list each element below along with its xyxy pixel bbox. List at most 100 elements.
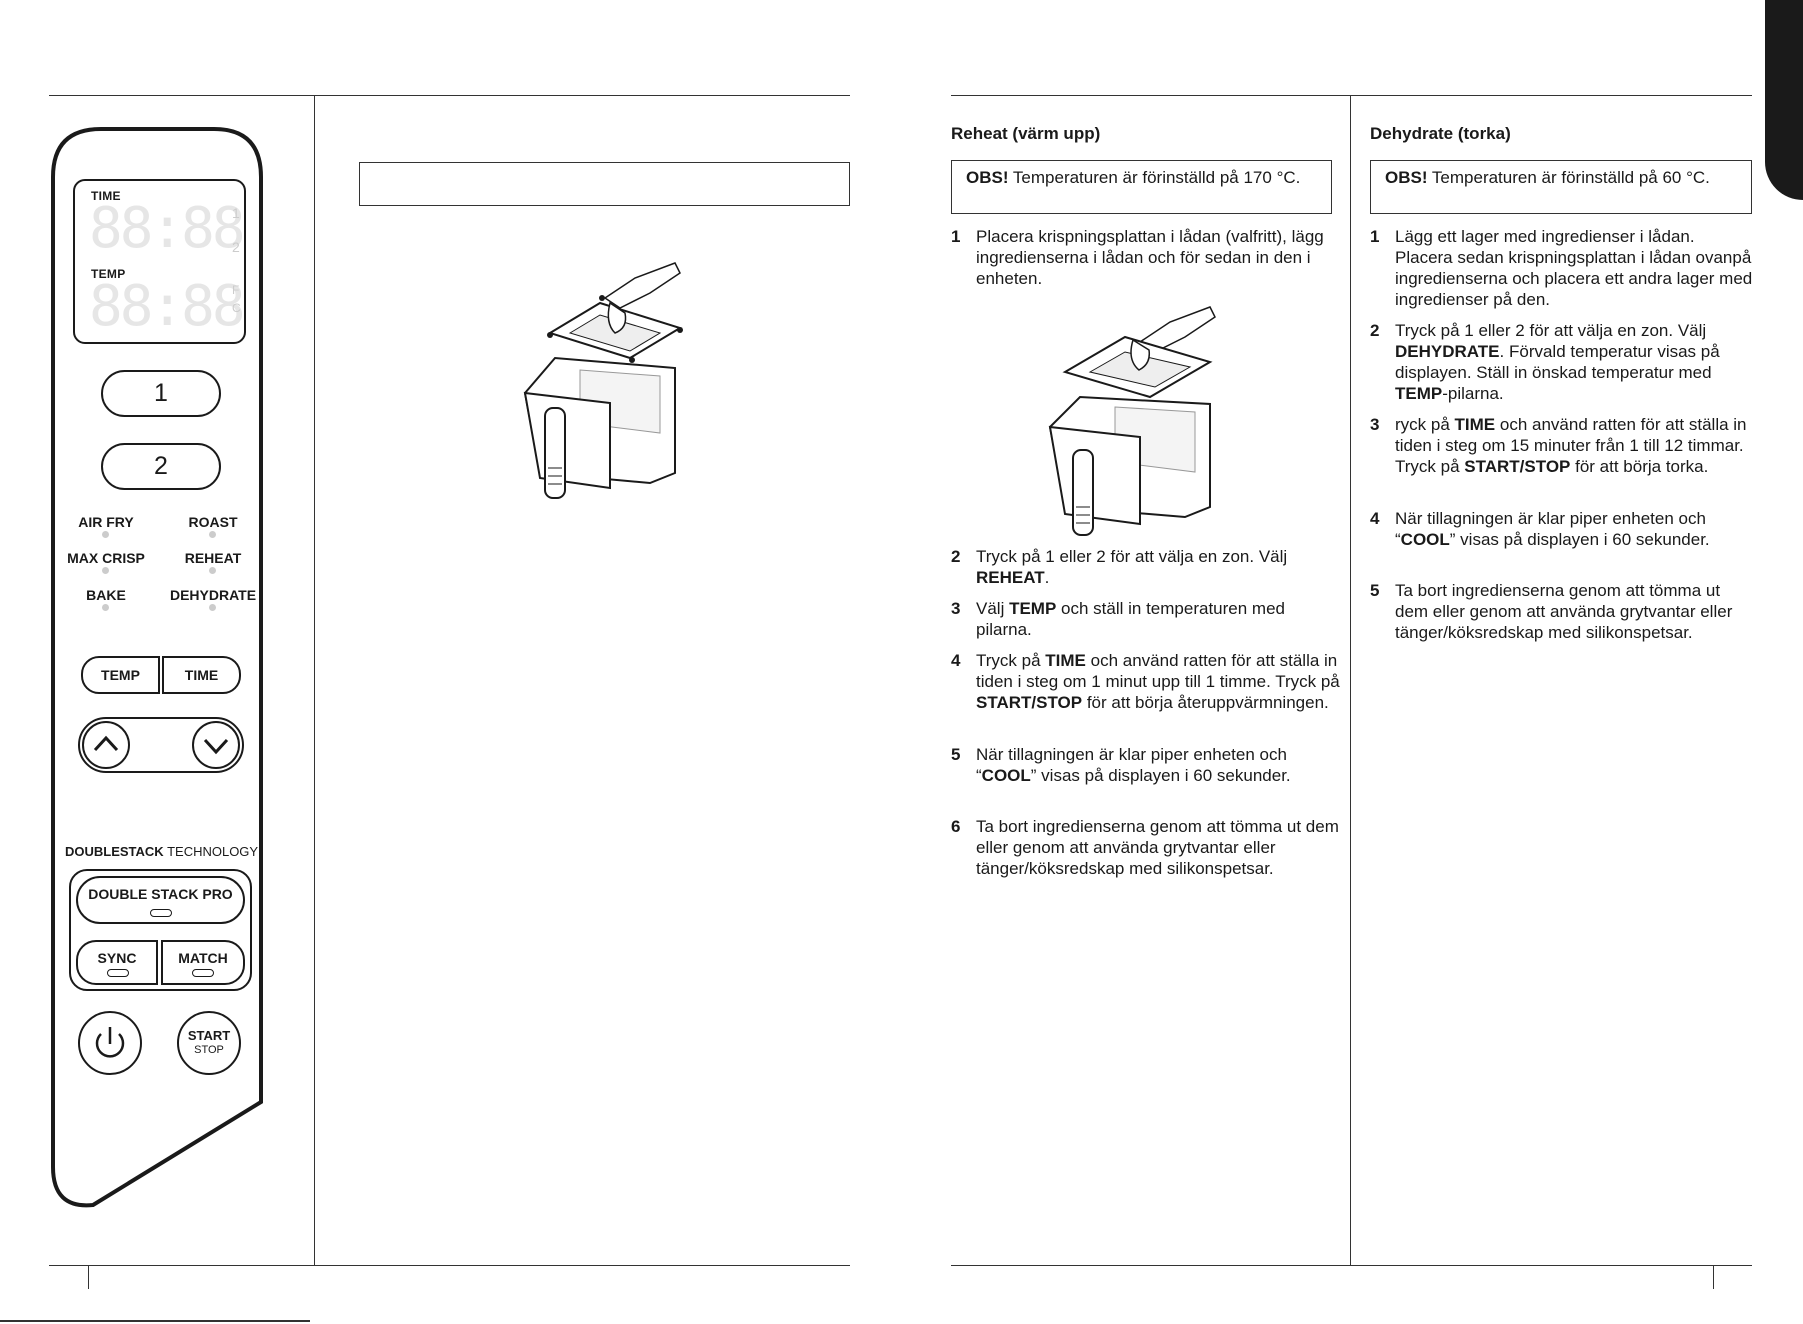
dehydrate-heading: Dehydrate (torka) <box>1370 124 1511 143</box>
mode-roast[interactable]: ROAST <box>188 514 238 530</box>
reheat-step-5: 5 När tillagningen är klar piper enheten… <box>951 744 1341 786</box>
chevron-down-icon <box>203 738 229 755</box>
reheat-step-4: 4 Tryck på TIME och använd ratten för at… <box>951 650 1341 713</box>
reheat-step-1-number: 1 <box>951 227 961 246</box>
reheat-step-1: 1 Placera krispningsplattan i lådan (val… <box>951 226 1341 289</box>
basket-illustration-reheat <box>1048 306 1216 536</box>
dehydrate-step-4-number: 4 <box>1370 509 1380 528</box>
power-icon <box>95 1027 125 1058</box>
double-stack-group <box>69 869 252 991</box>
lcd-unit-c: C <box>232 301 241 315</box>
dehydrate-step-1-text: Lägg ett lager med ingredienser i lådan.… <box>1395 227 1753 309</box>
reheat-step-6-text: Ta bort ingredienserna genom att tömma u… <box>976 817 1339 878</box>
mode-reheat[interactable]: REHEAT <box>184 550 242 566</box>
lcd-temp-digits: 88:88 <box>89 274 246 339</box>
mode-air-fry-indicator <box>102 531 109 538</box>
reheat-step-2: 2 Tryck på 1 eller 2 för att välja en zo… <box>951 546 1341 588</box>
dehydrate-step-3-text: ryck på TIME och använd ratten för att s… <box>1395 415 1747 476</box>
sync-led <box>107 969 129 977</box>
reheat-step-6: 6 Ta bort ingredienserna genom att tömma… <box>951 816 1341 879</box>
sync-label: SYNC <box>97 950 137 966</box>
arrow-up-button[interactable] <box>82 721 130 769</box>
match-label: MATCH <box>178 950 228 966</box>
basket-illustration-left <box>523 262 683 499</box>
top-rule-right <box>951 95 1752 96</box>
dehydrate-obs-text: Temperaturen är förinställd på 60 °C. <box>1427 168 1710 187</box>
dehydrate-step-1-number: 1 <box>1370 227 1380 246</box>
footer-tick-right <box>1713 1265 1714 1289</box>
dehydrate-step-3-number: 3 <box>1370 415 1380 434</box>
dehydrate-step-2-number: 2 <box>1370 321 1380 340</box>
dehydrate-step-5-number: 5 <box>1370 581 1380 600</box>
lcd-zone2: 2 <box>232 239 240 255</box>
reheat-obs-label: OBS! <box>966 168 1009 187</box>
mode-bake[interactable]: BAKE <box>86 587 126 603</box>
match-led <box>192 969 214 977</box>
dehydrate-obs-box: OBS! Temperaturen är förinställd på 60 °… <box>1370 160 1752 214</box>
column-divider <box>1350 95 1351 1265</box>
note-box <box>359 162 850 206</box>
bottom-rule-left <box>49 1265 850 1266</box>
mode-max-crisp[interactable]: MAX CRISP <box>67 550 145 566</box>
lcd-time-label: TIME <box>91 189 121 203</box>
footer-tick-left <box>88 1265 89 1289</box>
reheat-step-1-text: Placera krispningsplattan i lådan (valfr… <box>976 227 1324 288</box>
bottom-rule-right <box>951 1265 1752 1266</box>
time-button[interactable]: TIME <box>162 656 241 694</box>
dehydrate-step-5-text: Ta bort ingredienserna genom att tömma u… <box>1395 581 1733 642</box>
mode-dehydrate-indicator <box>209 604 216 611</box>
side-tab-marker <box>1765 0 1803 200</box>
reheat-step-3: 3 Välj TEMP och ställ in temperaturen me… <box>951 598 1341 640</box>
reheat-step-5-number: 5 <box>951 745 961 764</box>
dehydrate-step-4-text: När tillagningen är klar piper enheten o… <box>1395 509 1710 549</box>
top-rule-left <box>49 95 850 96</box>
reheat-step-2-text: Tryck på 1 eller 2 för att välja en zon.… <box>976 547 1288 587</box>
mode-max-crisp-indicator <box>102 567 109 574</box>
match-button[interactable]: MATCH <box>161 940 245 985</box>
reheat-step-5-text: När tillagningen är klar piper enheten o… <box>976 745 1291 785</box>
mode-reheat-indicator <box>209 567 216 574</box>
start-stop-button[interactable]: START STOP <box>177 1011 241 1075</box>
zone-2-button[interactable]: 2 <box>101 443 221 490</box>
zone-1-button[interactable]: 1 <box>101 370 221 417</box>
mode-bake-indicator <box>102 604 109 611</box>
double-stack-pro-led <box>150 909 172 917</box>
reheat-obs-box: OBS! Temperaturen är förinställd på 170 … <box>951 160 1332 214</box>
sync-button[interactable]: SYNC <box>76 940 158 985</box>
reheat-heading: Reheat (värm upp) <box>951 124 1101 143</box>
dehydrate-step-1: 1 Lägg ett lager med ingredienser i låda… <box>1370 226 1755 310</box>
reheat-step-3-text: Välj TEMP och ställ in temperaturen med … <box>976 599 1285 639</box>
dehydrate-obs-label: OBS! <box>1385 168 1428 187</box>
brand-regular: TECHNOLOGY <box>163 844 259 859</box>
brand-bold: DOUBLESTACK <box>65 844 164 859</box>
dehydrate-step-2: 2 Tryck på 1 eller 2 för att välja en zo… <box>1370 320 1755 404</box>
reheat-step-4-text: Tryck på TIME och använd ratten för att … <box>976 651 1340 712</box>
arrow-control <box>78 717 244 773</box>
temp-button[interactable]: TEMP <box>81 656 160 694</box>
bottom-crop-mark <box>0 1320 310 1322</box>
lcd-unit-f: F <box>232 283 240 297</box>
dehydrate-step-3: 3 ryck på TIME och använd ratten för att… <box>1370 414 1755 477</box>
brand-line: DOUBLESTACK TECHNOLOGY <box>65 844 258 859</box>
control-panel: TIME 88:88 1 2 TEMP 88:88 F C 1 2 AIR FR… <box>51 127 264 1209</box>
dehydrate-step-5: 5 Ta bort ingredienserna genom att tömma… <box>1370 580 1755 643</box>
power-button[interactable] <box>78 1011 142 1075</box>
mode-roast-indicator <box>209 531 216 538</box>
mode-dehydrate[interactable]: DEHYDRATE <box>169 587 257 603</box>
lcd-display: TIME 88:88 1 2 TEMP 88:88 F C <box>73 179 246 344</box>
reheat-step-2-number: 2 <box>951 547 961 566</box>
reheat-obs-text: Temperaturen är förinställd på 170 °C. <box>1008 168 1301 187</box>
arrow-down-button[interactable] <box>192 721 240 769</box>
mode-air-fry[interactable]: AIR FRY <box>78 514 134 530</box>
dehydrate-step-2-text: Tryck på 1 eller 2 för att välja en zon.… <box>1395 321 1720 403</box>
double-stack-pro-label: DOUBLE STACK PRO <box>88 886 233 902</box>
dehydrate-step-4: 4 När tillagningen är klar piper enheten… <box>1370 508 1755 550</box>
control-panel-outline <box>51 127 263 1208</box>
lcd-time-digits: 88:88 <box>89 196 246 261</box>
reheat-step-3-number: 3 <box>951 599 961 618</box>
start-label: START <box>187 1028 231 1043</box>
reheat-step-6-number: 6 <box>951 817 961 836</box>
reheat-step-4-number: 4 <box>951 651 961 670</box>
double-stack-pro-button[interactable]: DOUBLE STACK PRO <box>76 876 245 924</box>
chevron-up-icon <box>93 735 119 752</box>
